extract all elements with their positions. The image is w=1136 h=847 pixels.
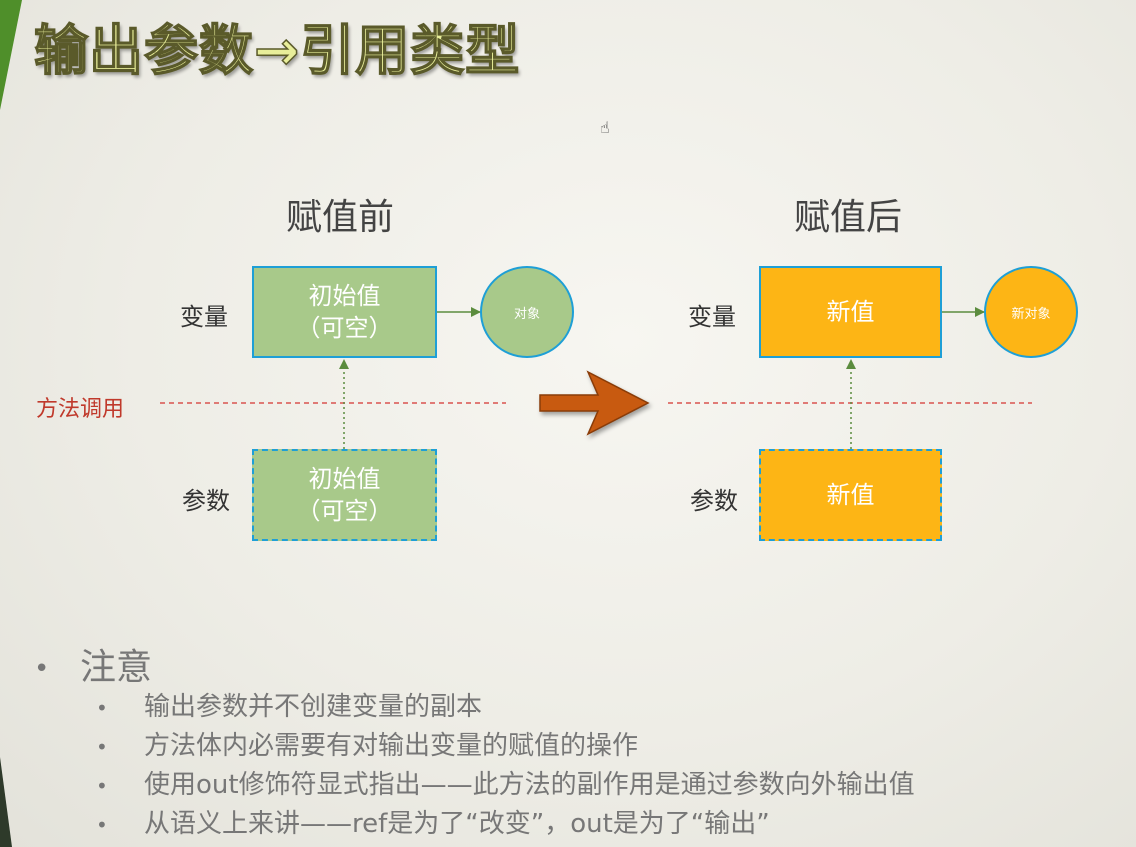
before-variable-line1: 初始值 — [308, 282, 381, 310]
after-object-label: 新对象 — [1011, 306, 1051, 322]
notes-heading: 注意 — [80, 647, 153, 688]
before-variable-label: 变量 — [180, 303, 228, 331]
before-variable-line2: （可空） — [296, 314, 393, 342]
after-parameter-box: 新值 — [759, 449, 942, 541]
bullet-dot-icon: • — [96, 813, 108, 837]
after-variable-box: 新值 — [759, 266, 942, 358]
before-parameter-label: 参数 — [182, 487, 230, 515]
after-variable-label: 变量 — [688, 303, 736, 331]
after-heading: 赋值后 — [794, 197, 903, 238]
bullet-dot-icon: • — [96, 774, 108, 798]
after-parameter-text: 新值 — [826, 481, 875, 509]
before-heading: 赋值前 — [286, 197, 395, 238]
after-object-circle: 新对象 — [984, 266, 1078, 358]
transition-arrow-icon — [539, 370, 650, 436]
before-object-label: 对象 — [513, 306, 540, 322]
bullet-dot-icon: • — [96, 696, 108, 720]
list-item: •使用out修饰符显式指出——此方法的副作用是通过参数向外输出值 — [96, 768, 915, 807]
bullet-dot-icon: • — [34, 654, 50, 684]
list-item: •方法体内必需要有对输出变量的赋值的操作 — [96, 729, 915, 768]
notes-list: •输出参数并不创建变量的副本 •方法体内必需要有对输出变量的赋值的操作 •使用o… — [96, 690, 915, 846]
before-parameter-box: 初始值 （可空） — [252, 449, 437, 541]
hand-cursor-icon: ☝ — [600, 118, 610, 137]
bullet-dot-icon: • — [96, 735, 108, 759]
list-item: •输出参数并不创建变量的副本 — [96, 690, 915, 729]
before-parameter-line2: （可空） — [296, 497, 393, 525]
dark-accent-shape — [0, 757, 12, 847]
method-call-label: 方法调用 — [36, 397, 125, 422]
list-item: •从语义上来讲——ref是为了“改变”，out是为了“输出” — [96, 807, 915, 846]
before-parameter-line1: 初始值 — [308, 465, 381, 493]
green-accent-shape — [0, 0, 22, 110]
after-parameter-label: 参数 — [690, 487, 738, 515]
before-object-circle: 对象 — [480, 266, 574, 358]
after-variable-text: 新值 — [826, 298, 875, 326]
before-variable-box: 初始值 （可空） — [252, 266, 437, 358]
slide-title: 输出参数→引用类型 — [33, 18, 521, 83]
notes-heading-row: • 注意 — [34, 638, 152, 690]
